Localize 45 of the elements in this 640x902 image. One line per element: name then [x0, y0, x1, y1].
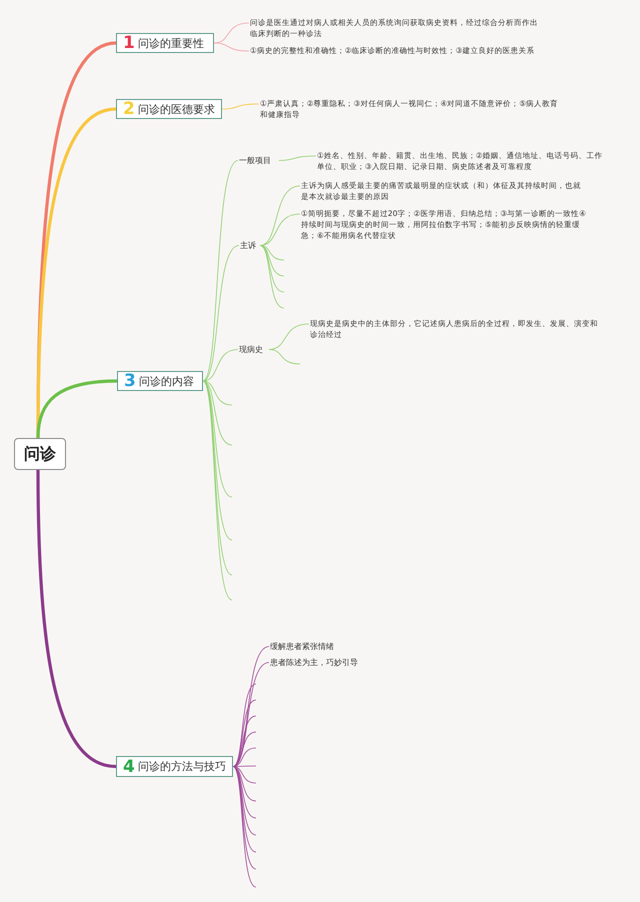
branch-line: [232, 766, 256, 852]
branch-line: [202, 380, 232, 446]
topic-title: 问诊的方法与技巧: [138, 759, 226, 774]
branch-line: [268, 324, 310, 350]
branch-label: 缓解患者紧张情绪: [270, 641, 350, 652]
branch-line: [260, 245, 284, 276]
branch-line: [36, 379, 118, 438]
topic-title: 问诊的重要性: [138, 36, 204, 50]
topic-number: 3: [124, 372, 136, 390]
topic-box: [116, 33, 214, 53]
branch-label: 现病史: [239, 344, 269, 355]
branch-line: [268, 349, 300, 364]
topic-box: [116, 756, 233, 777]
topic-number: 4: [123, 758, 135, 776]
branch-line: [202, 380, 232, 498]
topic-box: [116, 99, 222, 119]
branch-line: [260, 245, 284, 308]
branch-line: [260, 245, 284, 260]
branch-line: [232, 748, 256, 767]
branch-line: [232, 700, 256, 767]
branch-line: [202, 245, 240, 382]
topic-number: 2: [123, 100, 135, 118]
branch-line: [202, 349, 238, 382]
branch-line: [202, 160, 238, 382]
branch-line: [202, 380, 232, 406]
topic-box: [117, 371, 203, 391]
branch-line: [232, 684, 256, 767]
central-topic-box: 问诊: [14, 438, 66, 470]
topic-title: 问诊的内容: [138, 374, 194, 388]
topic-number: 1: [123, 34, 135, 52]
branch-line: [36, 470, 116, 768]
branch-line: [232, 766, 256, 802]
branch-line: [222, 104, 260, 110]
branch-line: [260, 214, 300, 246]
branch-line: [260, 186, 300, 246]
branch-line: [260, 245, 284, 292]
branch-line: [214, 42, 250, 52]
branch-line: [232, 766, 256, 784]
topic-title: 问诊的医德要求: [138, 102, 215, 116]
branch-line: [278, 156, 316, 161]
branch-line: [232, 766, 256, 767]
branch-label: 主诉: [240, 240, 260, 251]
branch-label: 一般项目: [239, 155, 279, 166]
branch-line: [202, 380, 232, 540]
branch-label: 患者陈述为主，巧妙引导: [270, 657, 380, 668]
